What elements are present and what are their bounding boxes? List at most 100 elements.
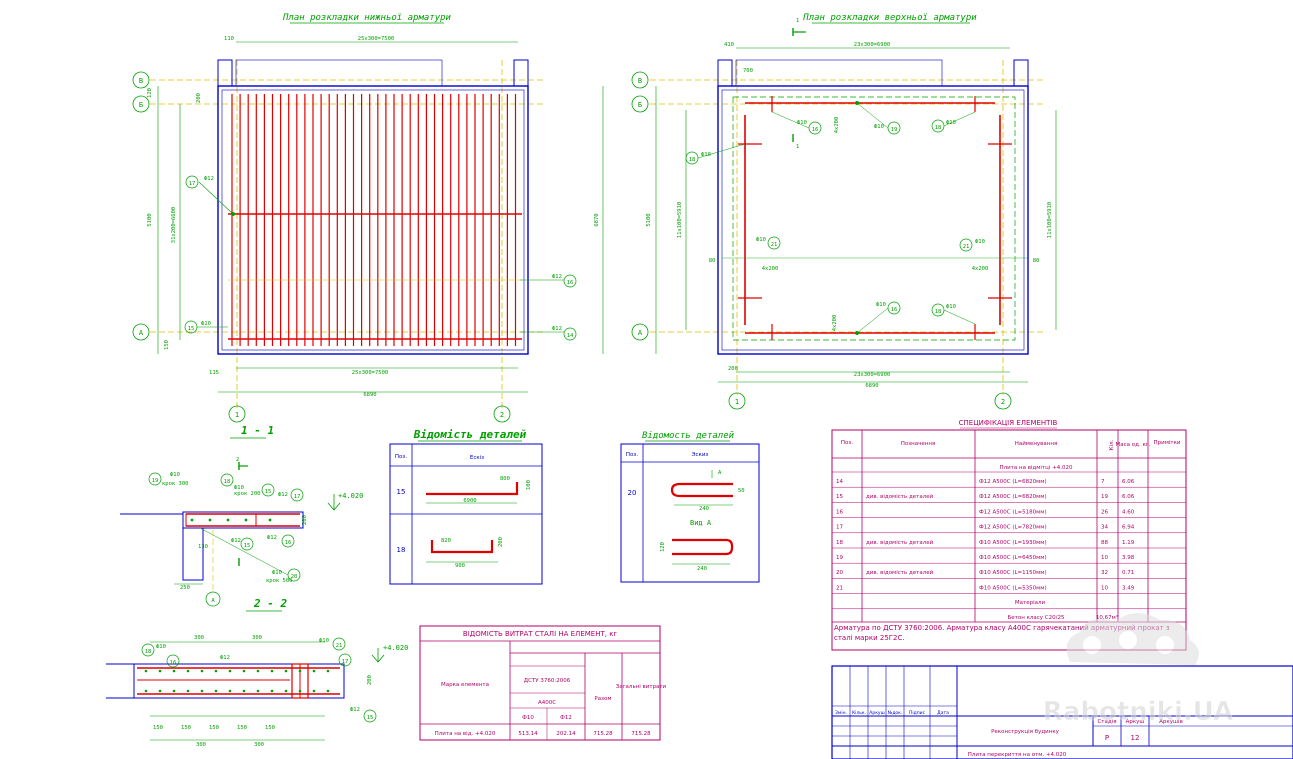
top-marker-19: 19 <box>891 127 898 133</box>
cut-2-top: 2 <box>236 457 239 463</box>
rebar-section-dot <box>256 669 260 673</box>
steel-col-class: А400С <box>538 700 556 706</box>
spec-cell-name: Ф12 А500С (L=5180мм) <box>979 509 1047 515</box>
bottom-marker-15: 15 <box>188 326 195 332</box>
spec-cell-mass: 6.06 <box>1122 479 1135 485</box>
spec-col-pos: Поз. <box>841 440 853 446</box>
axis-1-label: 1 <box>235 411 239 419</box>
s3-dim-200: 200 <box>367 675 373 685</box>
steel-title: ВІДОМІСТЬ ВИТРАТ СТАЛІ НА ЕЛЕМЕНТ, кг <box>463 630 618 638</box>
steel-col-d12: Ф12 <box>560 715 572 721</box>
s22-krok200: крок 200 <box>234 491 261 497</box>
s3-dim-150-d: 150 <box>237 725 247 731</box>
spec-group: Плита на відмітці +4.020 <box>999 465 1073 471</box>
spec-cell-qty: 32 <box>1101 570 1108 576</box>
top-marker-21-a: 21 <box>771 242 778 248</box>
section-1-1-title: 1 - 1 <box>241 424 274 437</box>
rebar-section-dot <box>298 689 302 693</box>
s3-phi10-b: Ф10 <box>319 638 329 644</box>
spec-cell-mass: 4.60 <box>1122 509 1135 515</box>
details-table-1: Відомість деталей Поз. Ескіз 15 18 6900 … <box>389 428 543 585</box>
s22-phi10-b: Ф10 <box>234 485 244 491</box>
steel-table: ВІДОМІСТЬ ВИТРАТ СТАЛІ НА ЕЛЕМЕНТ, кг Ма… <box>419 625 667 741</box>
axis-a-label-2: А <box>638 329 643 337</box>
top-dim-80-a: 80 <box>709 258 716 264</box>
details1-row1-dim-v: 200 <box>498 537 504 547</box>
details1-row1-dim-main: 900 <box>455 563 465 569</box>
bottom-dim-left-inner: 31х200=6600 <box>171 207 177 243</box>
bottom-phi12-b: Ф12 <box>552 274 562 280</box>
rebar-section-dot <box>298 669 302 673</box>
rebar-section-dot <box>186 669 190 673</box>
stamp-stage: Р <box>1105 734 1109 742</box>
s22-dim-130: 130 <box>198 544 208 550</box>
details2-col-sketch: Эскиз <box>692 452 709 458</box>
details1-title: Відомість деталей <box>413 428 527 441</box>
details-table-2: Відомость деталей Поз. Эскиз 20 А 240 50… <box>620 431 760 583</box>
stamp-col-header: Змін. <box>835 710 847 716</box>
stamp-sheet: 12 <box>1131 734 1140 742</box>
watermark-text: Rabotniki.UA <box>1043 697 1233 727</box>
s22-marker-18: 18 <box>224 479 231 485</box>
rebar-section-dot <box>172 689 176 693</box>
stamp-project: Реконструкція будинку <box>991 729 1060 735</box>
top-dim-bottom: 23х300=6900 <box>854 372 890 378</box>
s22-phi12-c: Ф12 <box>267 535 277 541</box>
details2-arrow: А <box>718 470 722 476</box>
s22-marker-17: 17 <box>294 494 301 500</box>
top-marker-16-a: 16 <box>812 127 819 133</box>
top-dim-left-inner: 11х100=5910 <box>677 202 683 238</box>
rebar-section-dot <box>214 669 218 673</box>
bottom-dim-right: 6870 <box>594 213 600 226</box>
spec-cell-desig: див. відомість деталей <box>866 569 934 576</box>
s3-phi12-b: Ф12 <box>350 707 360 713</box>
top-dim-total: 6890 <box>865 383 878 389</box>
stamp-col-header: Аркуш <box>869 710 884 716</box>
axis-b-label: Б <box>139 101 143 109</box>
bottom-phi12-c: Ф12 <box>552 326 562 332</box>
axis-a-label: А <box>139 329 144 337</box>
top-dim-4x200-a: 4х200 <box>834 117 840 134</box>
top-phi10-h: Ф10 <box>946 304 956 310</box>
bottom-phi12-a: Ф12 <box>204 176 214 182</box>
stamp-sheet-h: Аркуш <box>1126 719 1145 725</box>
bottom-marker-16: 16 <box>567 280 574 286</box>
rebar-section-dot <box>270 669 274 673</box>
rebar-section-dot <box>214 689 218 693</box>
details2-view: Вид А <box>690 519 712 527</box>
cut-mark-top: 1 <box>796 18 799 24</box>
stamp-col-header: Кільк. <box>852 710 866 716</box>
rebar-section-dot <box>312 669 316 673</box>
spec-cell-qty: 34 <box>1101 525 1108 531</box>
cut-mark-bottom: 1 <box>796 144 799 150</box>
axis-v-label-2: В <box>638 77 642 85</box>
steel-row-total: 715.28 <box>593 731 613 737</box>
bottom-dim-115: 115 <box>209 370 219 376</box>
spec-table: СПЕЦИФІКАЦІЯ ЕЛЕМЕНТІВ Поз. Позначення Н… <box>831 419 1187 651</box>
top-phi10-a: Ф10 <box>797 120 807 126</box>
details1-row1-dim-side: 820 <box>441 538 451 544</box>
spec-cell-pos: 18 <box>836 540 843 546</box>
watermark: Rabotniki.UA <box>1042 612 1234 727</box>
top-marker-21-b: 21 <box>963 244 970 250</box>
s22-dim-250: 250 <box>180 585 190 591</box>
s3-level: +4.020 <box>383 644 408 652</box>
rebar-section-dot <box>326 669 330 673</box>
spec-cell-name: Ф10 А500С (L=6450мм) <box>979 555 1047 561</box>
s3-dim-150-b: 150 <box>181 725 191 731</box>
bottom-plan-title: План розкладки нижньої арматури <box>282 13 452 23</box>
top-phi10-g: Ф10 <box>876 302 886 308</box>
spec-col-mass: Маса од. кг. <box>1116 442 1151 448</box>
details2-dim-a: 240 <box>699 506 709 512</box>
top-plan-title: План розкладки верхньої арматури <box>802 13 977 23</box>
details2-pos: 20 <box>628 489 637 497</box>
spec-cell-qty: 88 <box>1101 540 1108 546</box>
top-phi10-e: Ф10 <box>756 237 766 243</box>
rebar-section-dot <box>256 689 260 693</box>
s22-phi12-b: Ф12 <box>231 538 241 544</box>
bottom-dim-150: 150 <box>164 340 170 350</box>
spec-title: СПЕЦИФІКАЦІЯ ЕЛЕМЕНТІВ <box>959 419 1058 427</box>
spec-cell-mass: 3.98 <box>1122 555 1135 561</box>
top-dim-4x200-d: 4х200 <box>972 266 989 272</box>
spec-col-desig: Позначення <box>901 441 936 447</box>
